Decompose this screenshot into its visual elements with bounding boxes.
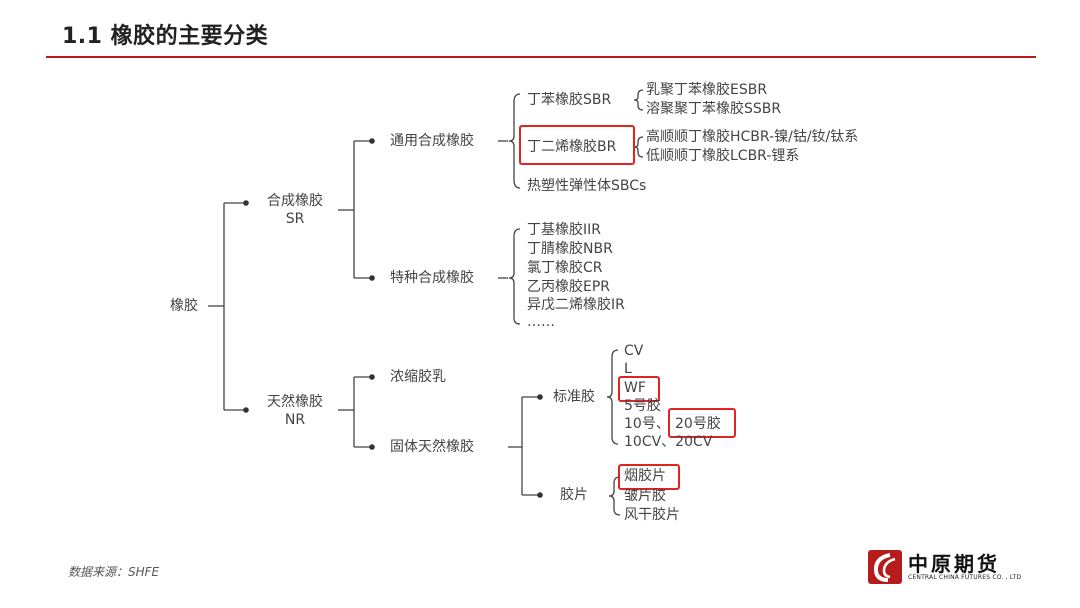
logo-mark-icon <box>868 550 902 584</box>
node-grade-5: 5号胶 <box>624 398 661 414</box>
node-crepe: 皱片胶 <box>624 488 666 504</box>
node-natural-rubber-name: 天然橡胶 <box>267 394 323 410</box>
node-special-synthetic: 特种合成橡胶 <box>390 270 474 286</box>
highlight-wf <box>618 376 660 402</box>
node-natural-rubber: 天然橡胶 NR <box>258 393 332 429</box>
node-grade-l: L <box>624 361 632 377</box>
node-synthetic-rubber: 合成橡胶 SR <box>258 192 332 228</box>
node-rubber-sheet: 胶片 <box>560 487 588 503</box>
node-grade-10: 10号、 <box>624 416 670 432</box>
logo-cn-text: 中原期货 <box>908 552 1000 576</box>
node-sbr: 丁苯橡胶SBR <box>527 92 612 108</box>
node-iir: 丁基橡胶IIR <box>527 222 601 238</box>
node-solid-natural: 固体天然橡胶 <box>390 439 474 455</box>
page-title: 1.1 橡胶的主要分类 <box>62 24 269 49</box>
node-grade-10cv-20cv: 10CV、20CV <box>624 434 713 450</box>
node-general-synthetic: 通用合成橡胶 <box>390 133 474 149</box>
node-br: 丁二烯橡胶BR <box>527 139 617 155</box>
company-logo: 中原期货 CENTRAL CHINA FUTURES CO. , LTD <box>868 548 1038 588</box>
node-ir: 异戊二烯橡胶IR <box>527 297 625 313</box>
node-lcbr: 低顺顺丁橡胶LCBR-锂系 <box>646 148 800 164</box>
node-synthetic-rubber-code: SR <box>285 211 305 227</box>
node-nbr: 丁腈橡胶NBR <box>527 241 613 257</box>
node-natural-rubber-code: NR <box>284 412 306 428</box>
node-epr: 乙丙橡胶EPR <box>527 279 611 295</box>
node-grade-20: 20号胶 <box>675 416 721 432</box>
node-air-dried-sheet: 风干胶片 <box>624 507 680 523</box>
title-divider <box>46 56 1036 58</box>
highlight-grade-20 <box>668 408 736 438</box>
node-concentrated-latex: 浓缩胶乳 <box>390 369 446 385</box>
node-sbcs: 热塑性弹性体SBCs <box>527 178 647 194</box>
node-synthetic-rubber-name: 合成橡胶 <box>267 193 323 209</box>
highlight-smoked-sheet <box>618 464 680 490</box>
node-grade-cv: CV <box>624 343 644 359</box>
node-smoked-sheet: 烟胶片 <box>624 468 666 484</box>
node-rubber: 橡胶 <box>170 298 198 314</box>
logo-en-text: CENTRAL CHINA FUTURES CO. , LTD <box>908 574 1022 581</box>
node-cr: 氯丁橡胶CR <box>527 260 603 276</box>
source-note: 数据来源：SHFE <box>68 565 160 579</box>
node-ellipsis: …… <box>527 314 555 330</box>
node-standard-rubber: 标准胶 <box>553 389 595 405</box>
node-hcbr: 高顺顺丁橡胶HCBR-镍/钴/钕/钛系 <box>646 129 859 145</box>
node-ssbr: 溶聚聚丁苯橡胶SSBR <box>646 101 782 117</box>
node-grade-wf: WF <box>624 380 646 396</box>
node-esbr: 乳聚丁苯橡胶ESBR <box>646 82 768 98</box>
highlight-br <box>519 125 635 165</box>
